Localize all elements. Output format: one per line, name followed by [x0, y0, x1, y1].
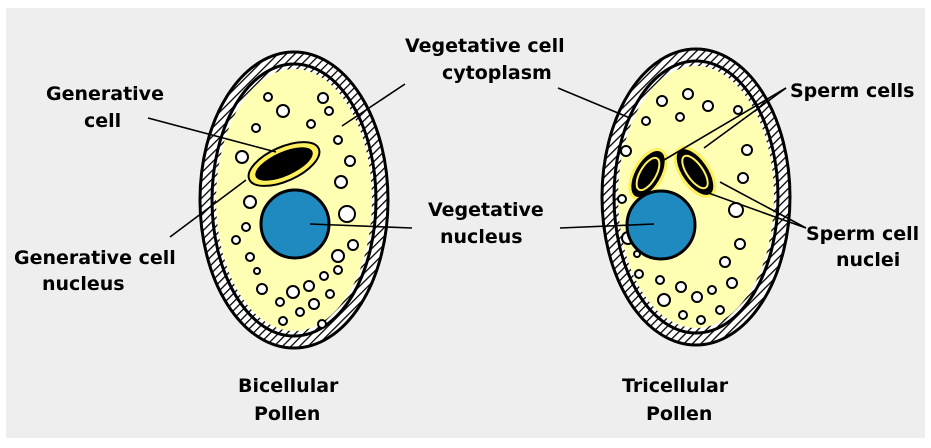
label-generative-cell-line2: cell — [84, 110, 121, 132]
label-vegetative-nucleus-line1: Vegetative — [428, 199, 544, 221]
label-tricellular-line1: Tricellular — [622, 375, 729, 397]
label-vegetative-cytoplasm-line1: Vegetative cell — [405, 35, 565, 57]
label-vegetative-cytoplasm-line2: cytoplasm — [442, 62, 552, 84]
label-generative-cell-line1: Generative — [46, 83, 164, 105]
bicellular-pollen-grain — [200, 52, 388, 348]
label-sperm-nuclei-line2: nuclei — [836, 249, 900, 271]
label-sperm-cells: Sperm cells — [790, 80, 914, 102]
label-generative-nucleus-line1: Generative cell — [14, 247, 176, 269]
tricellular-pollen-grain — [602, 49, 790, 345]
label-tricellular-line2: Pollen — [646, 403, 712, 425]
label-bicellular-line1: Bicellular — [238, 375, 339, 397]
label-bicellular-line2: Pollen — [254, 403, 320, 425]
label-sperm-nuclei-line1: Sperm cell — [806, 223, 919, 245]
label-vegetative-nucleus-line2: nucleus — [440, 226, 523, 248]
label-generative-nucleus-line2: nucleus — [42, 273, 125, 295]
